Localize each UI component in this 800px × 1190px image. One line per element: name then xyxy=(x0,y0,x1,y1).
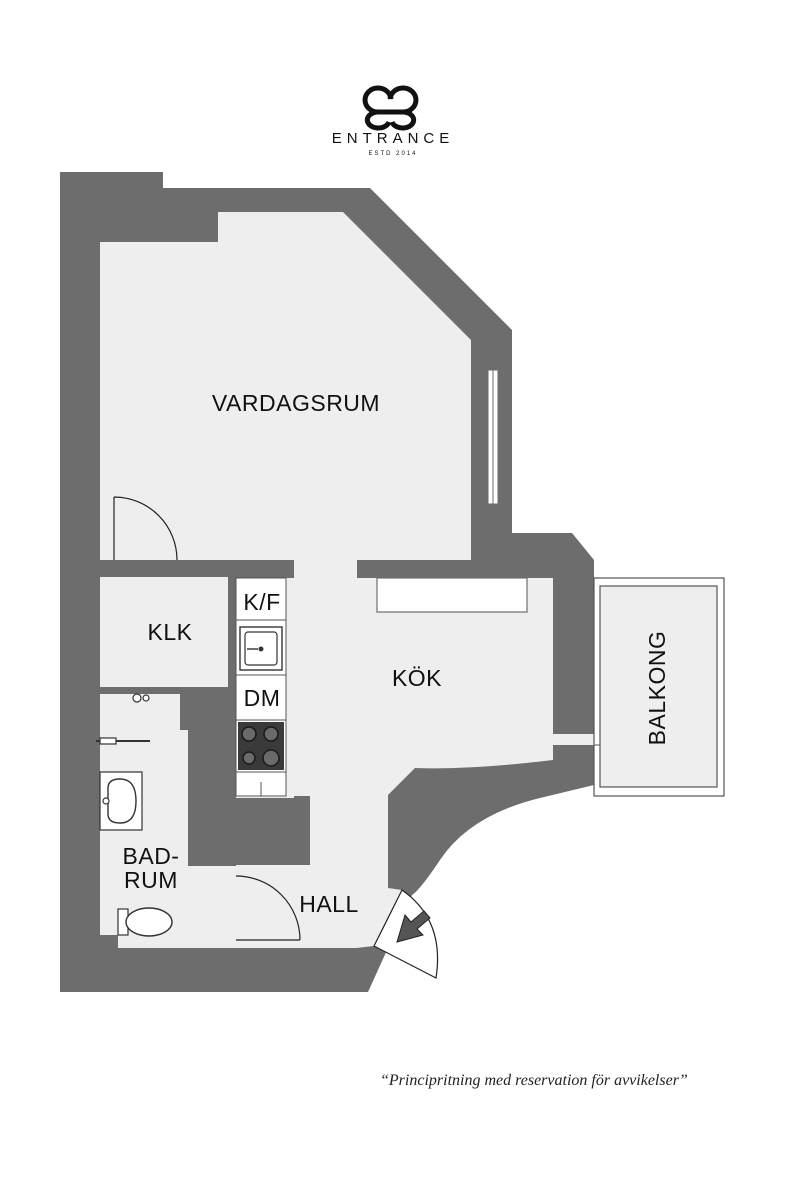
stove-icon xyxy=(238,722,284,770)
bathroom-door xyxy=(235,875,301,941)
entrance-logo: ENTRANCE ESTD 2014 xyxy=(332,85,455,157)
vardagsrum-floor xyxy=(100,212,471,578)
room-label-hall: HALL xyxy=(299,891,359,917)
shower-fixture xyxy=(96,693,150,745)
room-label-badrum-line2: RUM xyxy=(124,867,178,893)
disclaimer-text: “Principritning med reservation för avvi… xyxy=(380,1072,688,1089)
klk-top-wall xyxy=(100,560,114,577)
room-label-badrum-line1: BAD- xyxy=(123,843,180,869)
toilet-icon xyxy=(117,907,173,937)
entry-arrow-icon xyxy=(396,910,431,943)
klk-top-wall-right xyxy=(176,560,294,577)
room-label-kf: K/F xyxy=(243,589,280,615)
sink-icon xyxy=(239,626,283,671)
klk-door xyxy=(113,496,178,561)
brand-tagline: ESTD 2014 xyxy=(368,151,417,157)
kitchen-counter xyxy=(376,577,528,613)
klk-floor xyxy=(100,577,228,687)
entrance-monogram-logo xyxy=(362,85,419,131)
window xyxy=(487,369,499,505)
room-label-dm: DM xyxy=(244,685,281,711)
room-label-kok: KÖK xyxy=(392,665,442,691)
room-label-klk: KLK xyxy=(148,619,193,645)
room-label-vardagsrum: VARDAGSRUM xyxy=(212,390,380,416)
washbasin-icon xyxy=(99,771,143,831)
brand-name: ENTRANCE xyxy=(332,130,455,147)
balkong xyxy=(593,577,725,797)
room-label-balkong: BALKONG xyxy=(644,631,670,746)
badrum-floor xyxy=(100,694,236,948)
living-kitchen-wall-right xyxy=(357,560,471,578)
kok-floor xyxy=(236,578,594,948)
